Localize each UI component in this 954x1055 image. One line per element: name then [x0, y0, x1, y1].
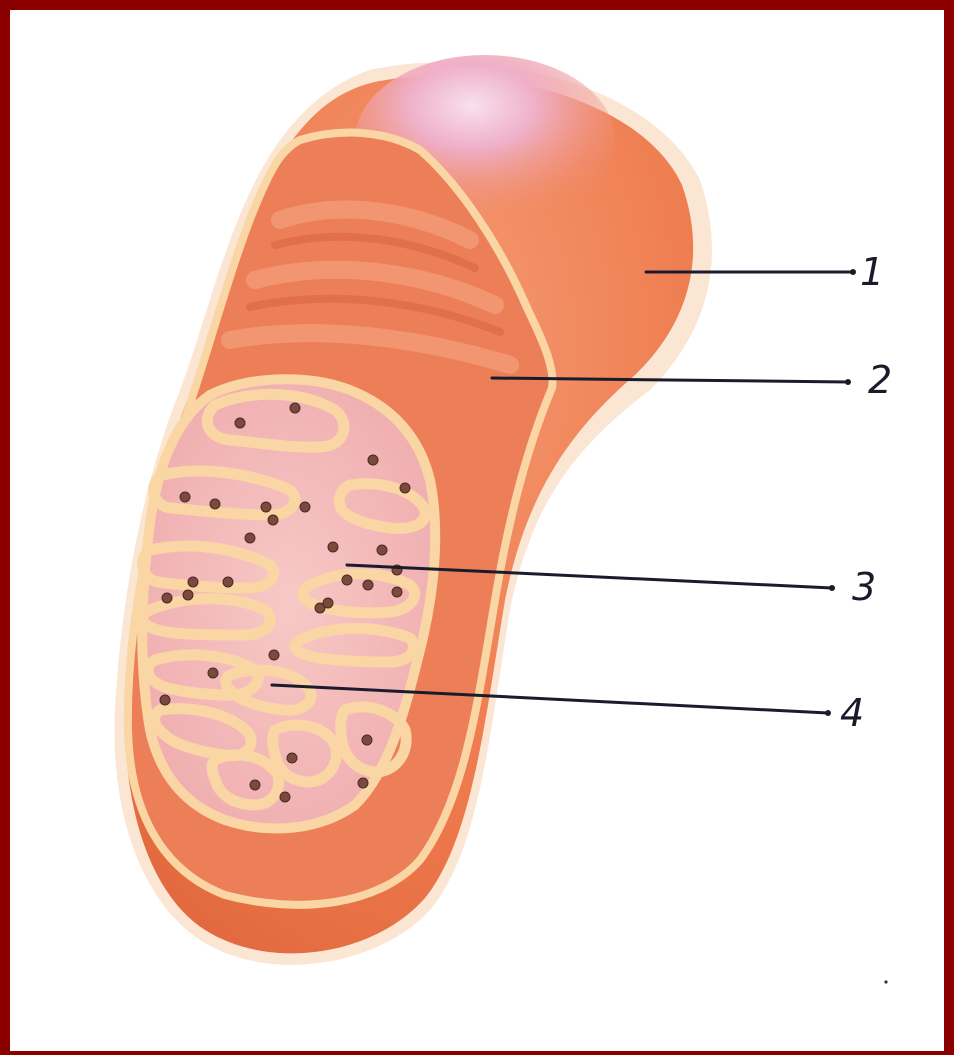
ribosome-dot — [328, 542, 338, 552]
ribosome-dot — [290, 403, 300, 413]
ribosome-dot — [250, 780, 260, 790]
ribosome-dot — [323, 598, 333, 608]
ribosome-dot — [287, 753, 297, 763]
ribosome-dot — [300, 502, 310, 512]
label-1: 1 — [860, 250, 884, 294]
ribosome-dot — [342, 575, 352, 585]
label-4: 4 — [840, 691, 864, 735]
mitochondrion-diagram: 1 2 3 4 — [10, 10, 954, 1055]
ribosome-dot — [208, 668, 218, 678]
ribosome-dot — [223, 577, 233, 587]
ribosome-dot — [358, 778, 368, 788]
ribosome-dot — [160, 695, 170, 705]
paper-speck — [884, 980, 887, 983]
ribosome-dot — [377, 545, 387, 555]
leader-dots — [825, 269, 856, 716]
ribosome-dot — [392, 587, 402, 597]
ribosome-dot — [269, 650, 279, 660]
ribosome-dot — [368, 455, 378, 465]
ribosome-dot — [210, 499, 220, 509]
ribosome-dot — [280, 792, 290, 802]
ribosome-dot — [235, 418, 245, 428]
ribosome-dot — [162, 593, 172, 603]
ribosome-dot — [268, 515, 278, 525]
label-3: 3 — [852, 565, 876, 609]
ribosome-dot — [261, 502, 271, 512]
ribosome-dot — [183, 590, 193, 600]
label-2: 2 — [868, 358, 892, 402]
ribosome-dot — [245, 533, 255, 543]
ribosome-dot — [363, 580, 373, 590]
ribosome-dot — [180, 492, 190, 502]
ribosome-dot — [400, 483, 410, 493]
ribosome-dot — [362, 735, 372, 745]
ribosome-dot — [188, 577, 198, 587]
